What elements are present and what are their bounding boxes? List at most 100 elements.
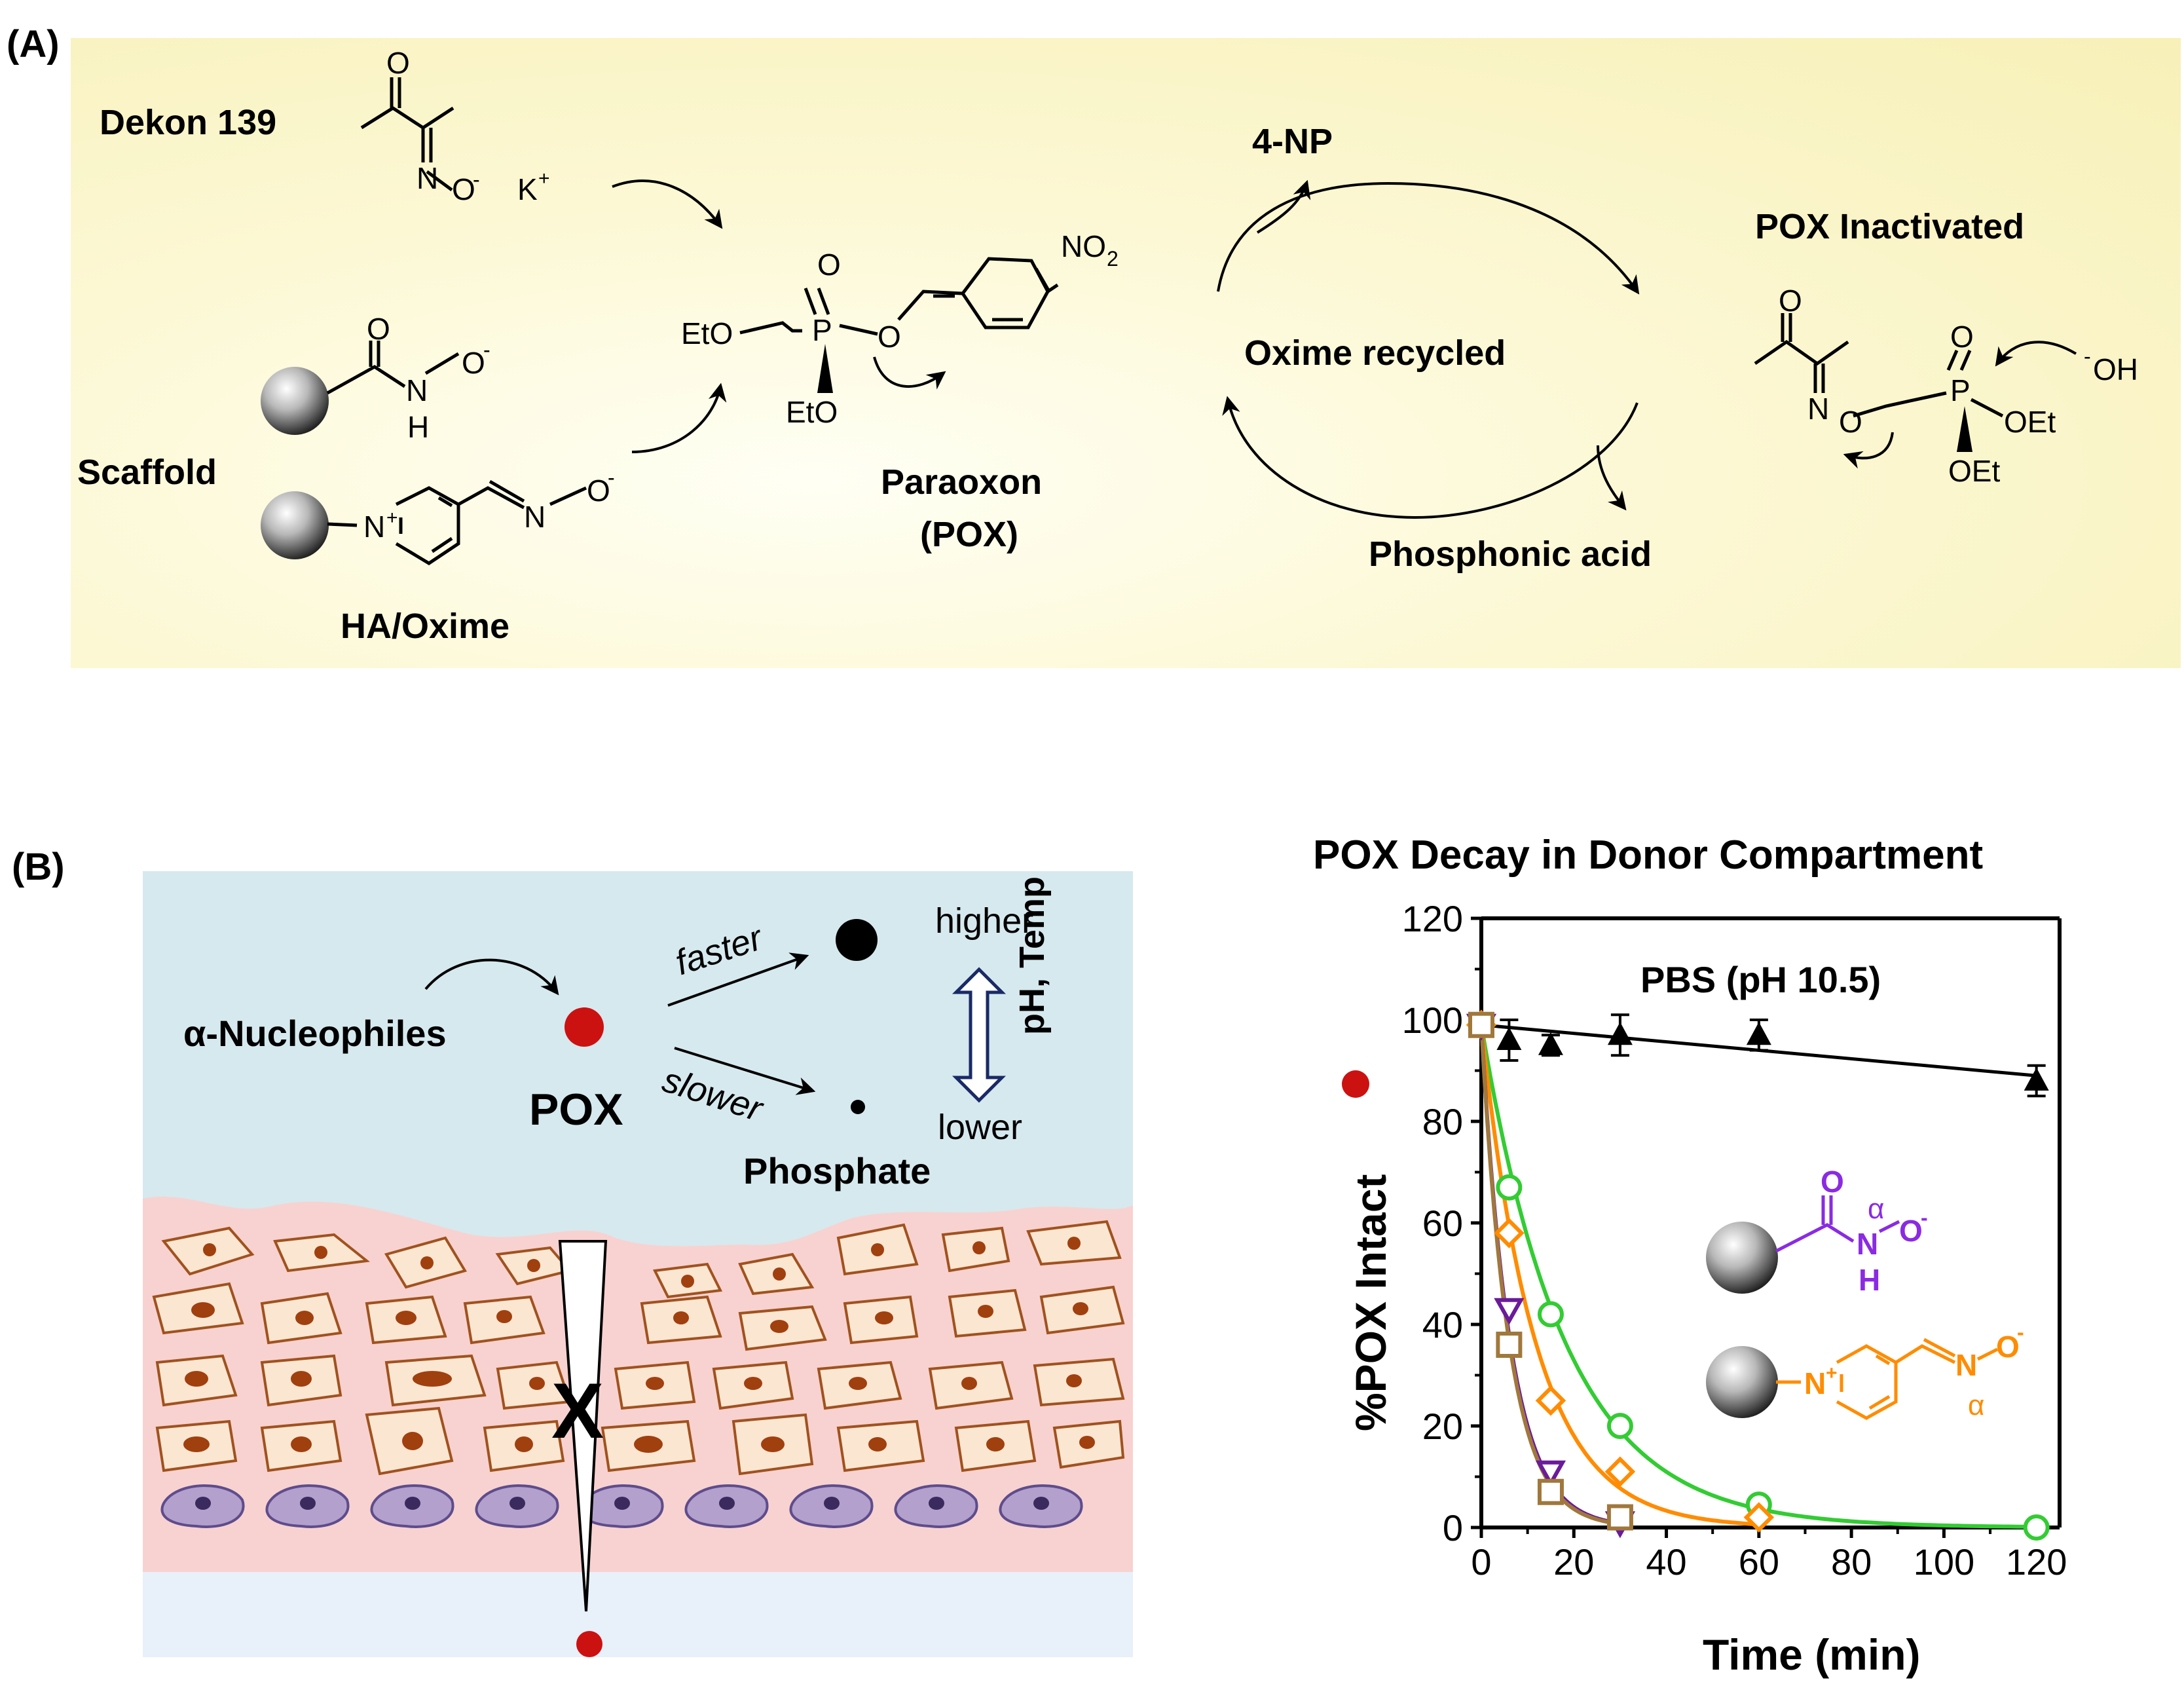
oxime-minus: - (608, 466, 615, 489)
x-tick-label: 80 (1831, 1541, 1872, 1583)
y-tick-label: 100 (1402, 1000, 1463, 1041)
inact-oh-charge: - (2084, 345, 2091, 368)
x-tick-label: 40 (1646, 1541, 1686, 1583)
chart-markers (1466, 1009, 2050, 1541)
legend-ox-o: O (1996, 1330, 2020, 1364)
four-np-branch-arrow (1256, 179, 1311, 234)
data-point-series-0 (1496, 1027, 1522, 1050)
dekon-k-charge: + (538, 168, 550, 189)
data-point-series-0 (1746, 1022, 1771, 1045)
oxime-n: N (524, 500, 546, 534)
legend-ha-h: H (1859, 1263, 1880, 1297)
data-point-series-4 (1537, 1478, 1564, 1505)
scaffold-label: Scaffold (77, 453, 217, 492)
data-point-series-3 (1535, 1460, 1566, 1488)
phosphate-large-dot (836, 919, 878, 961)
paraoxon-label: Paraoxon (881, 462, 1043, 502)
blocked-x-mark: X (551, 1367, 604, 1455)
lower-label: lower (938, 1108, 1023, 1147)
dekon-attack-arrow (612, 179, 723, 229)
paraoxon-structure (739, 257, 1059, 336)
inact-oh: OH (2093, 352, 2138, 386)
inact-o-top-left: O (1779, 284, 1802, 318)
pox-donor-dot (565, 1007, 604, 1047)
ha-n: N (406, 373, 428, 407)
pox-eto-bottom: EtO (786, 395, 838, 429)
slower-arrow (674, 1047, 816, 1095)
panel-b-label: (B) (12, 846, 65, 888)
legend-ox-n: N (1955, 1348, 1977, 1382)
data-point-series-1 (1606, 1413, 1633, 1439)
four-np-label: 4-NP (1252, 122, 1333, 161)
phosphate-label: Phosphate (743, 1150, 931, 1191)
inact-leaving-arrow (1843, 432, 1894, 469)
inact-o-bridge: O (1839, 405, 1862, 439)
legend-ha-alpha: α (1868, 1193, 1884, 1225)
data-point-series-2 (1743, 1502, 1775, 1533)
legend-ha-structure: O α N H O - (1706, 1165, 1928, 1297)
legend-ox-n-plus: N (1804, 1366, 1826, 1400)
phosphonic-branch-arrow (1597, 445, 1627, 511)
oxime-recycled-label: Oxime recycled (1244, 333, 1506, 373)
dekon-n: N (416, 161, 438, 195)
y-tick-label: 60 (1422, 1203, 1463, 1244)
hydroxide-attack-arrow (1995, 341, 2077, 367)
fit-curve-series-4 (1479, 1024, 1621, 1526)
pox-o-top: O (817, 248, 841, 282)
pox-inactivated-label: POX Inactivated (1755, 207, 2025, 246)
dekon-label: Dekon 139 (100, 103, 277, 142)
x-tick-label: 120 (2006, 1541, 2067, 1583)
phosphonic-acid-label: Phosphonic acid (1369, 534, 1652, 574)
inact-oet-bottom: OEt (1948, 454, 2000, 488)
receptor-compartment (143, 1572, 1133, 1657)
chart-subtitle: PBS (pH 10.5) (1640, 959, 1881, 1000)
inact-n: N (1807, 392, 1829, 426)
dekon-o: O (386, 46, 410, 80)
skin-diagram (143, 871, 1133, 1657)
data-point-series-0 (2024, 1068, 2049, 1091)
ha-h: H (407, 410, 429, 444)
data-point-series-0 (1538, 1032, 1563, 1055)
legend-ox-charge: - (2017, 1321, 2024, 1344)
pox-p: P (812, 313, 832, 347)
nucleophiles-label: α-Nucleophiles (183, 1013, 447, 1054)
y-tick-label: 80 (1422, 1101, 1463, 1142)
scaffold-attack-arrow (631, 383, 727, 453)
ph-temp-label: pH, Temp (1012, 876, 1052, 1035)
legend-ha-o-minus: O (1899, 1214, 1923, 1248)
oxime-o-minus: O (587, 474, 610, 508)
y-tick-label: 0 (1443, 1507, 1463, 1548)
inact-oet-right: OEt (2004, 405, 2056, 439)
legend-ox-plus: + (1826, 1362, 1838, 1384)
oxime-plus-charge: + (386, 507, 398, 529)
phosphate-small-dot (851, 1100, 865, 1114)
y-tick-label: 20 (1422, 1406, 1463, 1447)
penetration-spike (558, 1240, 608, 1612)
data-point-series-0 (1607, 1022, 1633, 1045)
dekon-o-minus: O (452, 172, 475, 206)
ha-structure (326, 341, 460, 395)
dekon-structure (360, 77, 454, 192)
data-point-series-4 (1496, 1332, 1523, 1358)
data-point-series-4 (1606, 1504, 1633, 1531)
x-tick-label: 100 (1914, 1541, 1974, 1583)
fit-curve-series-2 (1479, 1024, 1759, 1527)
pox-eto-left: EtO (681, 316, 733, 350)
legend-ha-o: O (1821, 1165, 1844, 1199)
y-tick-label: 120 (1402, 904, 1463, 939)
data-point-series-1 (1496, 1174, 1523, 1201)
ha-o: O (367, 312, 390, 346)
panel-a-schemes: O N O - K + O N H O - N + N O - O P (261, 46, 2138, 565)
chart-title: POX Decay in Donor Compartment (1313, 833, 1984, 878)
y-tick-label: 40 (1422, 1304, 1463, 1345)
pox-leaving-arrow (873, 356, 946, 390)
data-point-series-2 (1535, 1385, 1566, 1416)
pox-penetrated-dot (576, 1631, 602, 1657)
oxime-n-plus: N (363, 510, 385, 544)
dekon-k: K (517, 172, 538, 206)
ha-minus: - (483, 338, 490, 362)
pox-donor-label: POX (529, 1085, 623, 1134)
legend-ha-n: N (1857, 1227, 1878, 1261)
